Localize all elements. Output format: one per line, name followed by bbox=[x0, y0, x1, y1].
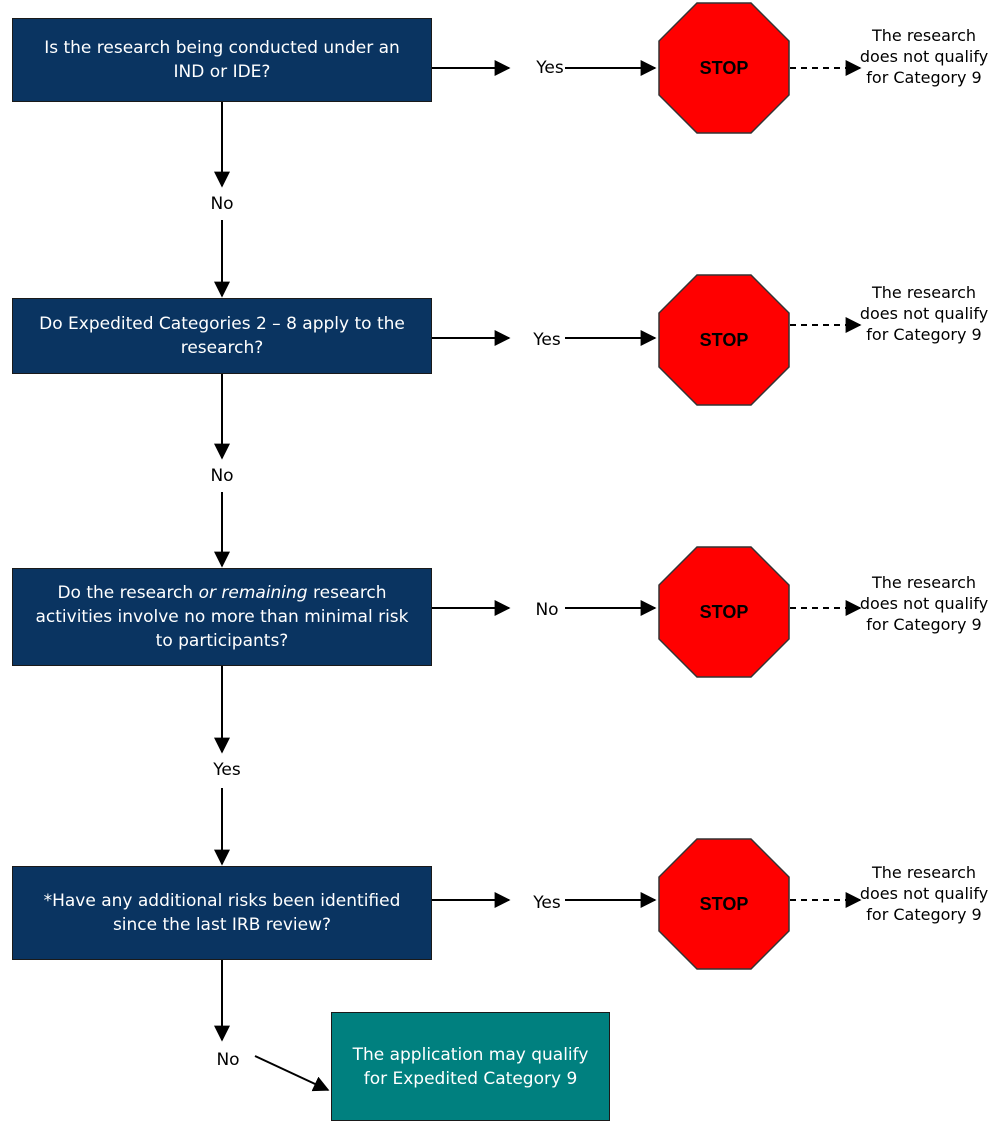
stop-sign-3: STOP bbox=[658, 546, 790, 678]
branch-label-yes-3: Yes bbox=[213, 760, 241, 780]
stop-octagon-icon bbox=[658, 838, 790, 970]
stop-label-4: STOP bbox=[699, 893, 749, 914]
branch-label-no-2: No bbox=[210, 466, 234, 486]
question-box-1: Is the research being conducted under an… bbox=[12, 18, 432, 102]
branch-label-yes-4: Yes bbox=[533, 893, 561, 913]
stop-label-1: STOP bbox=[699, 57, 749, 78]
branch-label-yes-1: Yes bbox=[536, 58, 564, 78]
result-text-2: The research does not qualify for Catego… bbox=[859, 283, 989, 344]
question-text-4: *Have any additional risks been identifi… bbox=[43, 891, 401, 935]
question-box-2: Do Expedited Categories 2 – 8 apply to t… bbox=[12, 298, 432, 374]
stop-sign-2: STOP bbox=[658, 274, 790, 406]
question-text-1: Is the research being conducted under an… bbox=[44, 38, 400, 82]
outcome-box: The application may qualify for Expedite… bbox=[331, 1012, 610, 1121]
stop-label-2: STOP bbox=[699, 329, 749, 350]
stop-sign-1: STOP bbox=[658, 2, 790, 134]
question-box-4: *Have any additional risks been identifi… bbox=[12, 866, 432, 960]
arrow-no-to-outcome bbox=[254, 1055, 330, 1092]
stop-sign-4: STOP bbox=[658, 838, 790, 970]
branch-label-no-1: No bbox=[210, 194, 234, 214]
stop-label-3: STOP bbox=[699, 601, 749, 622]
result-text-4: The research does not qualify for Catego… bbox=[859, 863, 989, 924]
stop-octagon-icon bbox=[658, 546, 790, 678]
result-text-3: The research does not qualify for Catego… bbox=[859, 573, 989, 634]
outcome-text: The application may qualify for Expedite… bbox=[352, 1044, 589, 1089]
question-text-3: Do the research or remaining research ac… bbox=[35, 583, 409, 651]
stop-octagon-icon bbox=[658, 274, 790, 406]
branch-label-yes-2: Yes bbox=[533, 330, 561, 350]
branch-label-no-4: No bbox=[216, 1050, 240, 1070]
question-box-3: Do the research or remaining research ac… bbox=[12, 568, 432, 666]
question-text-2: Do Expedited Categories 2 – 8 apply to t… bbox=[39, 314, 405, 358]
branch-label-no-3: No bbox=[535, 600, 559, 620]
result-text-1: The research does not qualify for Catego… bbox=[859, 26, 989, 87]
stop-octagon-icon bbox=[658, 2, 790, 134]
